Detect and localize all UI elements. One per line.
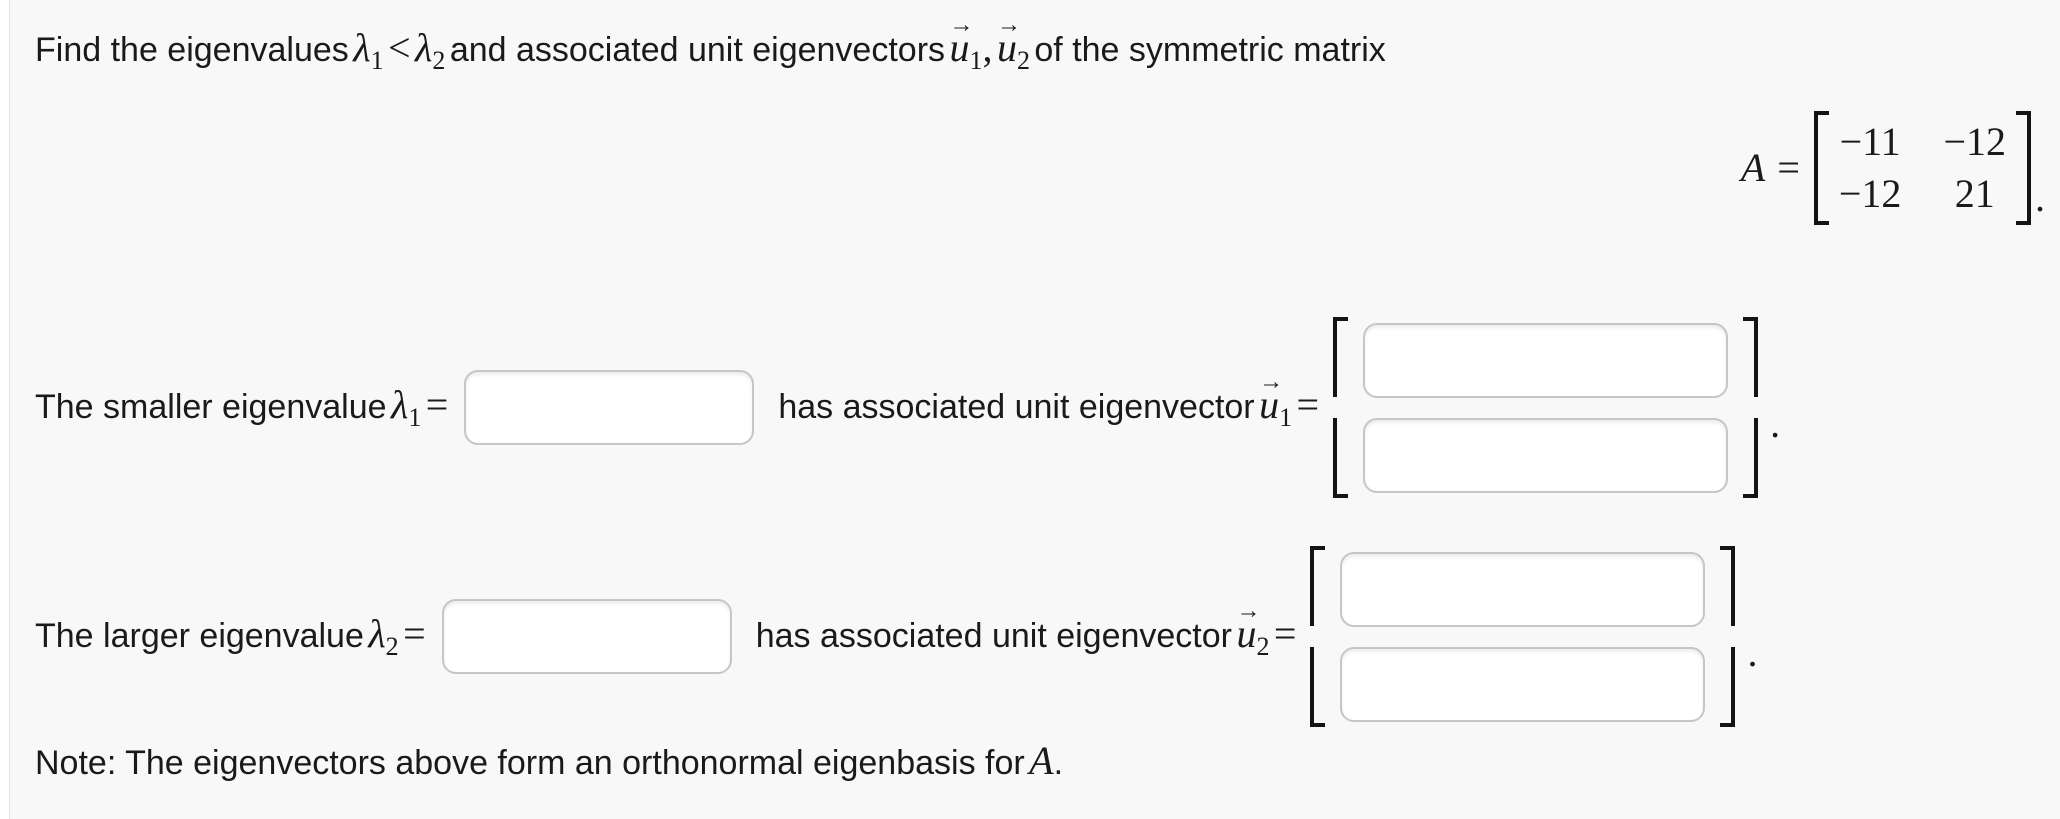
period: . xyxy=(1747,629,1758,675)
note-line: Note: The eigenvectors above form an ort… xyxy=(35,741,2045,792)
u1-symbol: →u1, xyxy=(949,12,993,75)
lambda2-input[interactable] xyxy=(441,599,732,674)
equals-sign: = xyxy=(1777,145,1800,190)
matrix-left-bracket xyxy=(1813,111,1829,225)
lambda1-input[interactable] xyxy=(464,370,755,445)
period: . xyxy=(2035,175,2045,220)
vector-left-bracket xyxy=(1333,317,1349,498)
equals-sign: = xyxy=(1296,381,1320,427)
vector-arrow-icon: → xyxy=(1259,368,1283,395)
matrix-name: A xyxy=(1029,738,1054,783)
matrix-cell: 21 xyxy=(1954,171,1995,216)
row1-label: The smaller eigenvalue λ1 = xyxy=(35,381,449,432)
u1-symbol: →u1 xyxy=(1259,368,1293,432)
matrix-cell: −12 xyxy=(1838,171,1902,216)
period: . xyxy=(1770,400,1781,446)
matrix-cell: −11 xyxy=(1839,119,1901,164)
u2-component-2-input[interactable] xyxy=(1340,646,1706,722)
comma: , xyxy=(982,25,993,70)
period: . xyxy=(1053,744,1064,782)
matrix-name: A xyxy=(1740,145,1766,190)
eigenvalue-2-row: The larger eigenvalue λ2 = has associate… xyxy=(35,546,2045,727)
matrix-right-bracket xyxy=(2016,111,2031,225)
matrix-entries: −11 −12 −12 21 xyxy=(1829,118,2016,218)
row1-eigenvector-label: has associated unit eigenvector →u1 = xyxy=(778,368,1320,432)
page-left-gutter xyxy=(0,0,10,819)
vector-right-bracket xyxy=(1743,317,1759,498)
vector-arrow-icon: → xyxy=(1236,597,1260,624)
lambda2-symbol: λ2 xyxy=(415,25,446,75)
vector-arrow-icon: → xyxy=(949,12,973,39)
eigenvector-2-inputs xyxy=(1340,551,1706,722)
eigenvector-2-group: . xyxy=(1310,546,1757,727)
equals-sign: = xyxy=(403,610,426,656)
u2-component-1-input[interactable] xyxy=(1340,551,1706,627)
vector-right-bracket xyxy=(1720,546,1736,727)
eigenvector-1-group: . xyxy=(1333,317,1780,498)
problem-statement: Find the eigenvalues λ1 < λ2 and associa… xyxy=(35,12,2045,81)
matrix-cell: −12 xyxy=(1943,119,2006,164)
matrix-display: A = −11 −12 −12 21 . xyxy=(35,111,2045,225)
row2-label: The larger eigenvalue λ2 = xyxy=(35,610,426,661)
lambda1-symbol: λ1 xyxy=(390,381,422,432)
u1-component-2-input[interactable] xyxy=(1363,417,1729,493)
u2-symbol: →u2 xyxy=(996,12,1030,75)
less-than-symbol: < xyxy=(388,25,411,70)
u1-component-1-input[interactable] xyxy=(1363,322,1729,398)
vector-left-bracket xyxy=(1310,546,1326,727)
note-text: Note: The eigenvectors above form an ort… xyxy=(35,744,1025,782)
equals-sign: = xyxy=(425,381,449,427)
lambda1-symbol: λ1 xyxy=(353,25,384,75)
problem-content: Find the eigenvalues λ1 < λ2 and associa… xyxy=(10,0,2060,819)
statement-text-pre: Find the eigenvalues xyxy=(35,31,349,69)
equals-sign: = xyxy=(1273,610,1297,656)
eigenvalue-1-row: The smaller eigenvalue λ1 = has associat… xyxy=(35,317,2045,498)
row2-eigenvector-label: has associated unit eigenvector →u2 = xyxy=(755,597,1297,661)
vector-arrow-icon: → xyxy=(996,12,1021,39)
lambda2-symbol: λ2 xyxy=(368,610,399,661)
statement-text-post: of the symmetric matrix xyxy=(1034,31,1386,69)
statement-text-mid: and associated unit eigenvectors xyxy=(449,31,946,69)
u2-symbol: →u2 xyxy=(1236,597,1270,661)
eigenvector-1-inputs xyxy=(1363,322,1729,493)
